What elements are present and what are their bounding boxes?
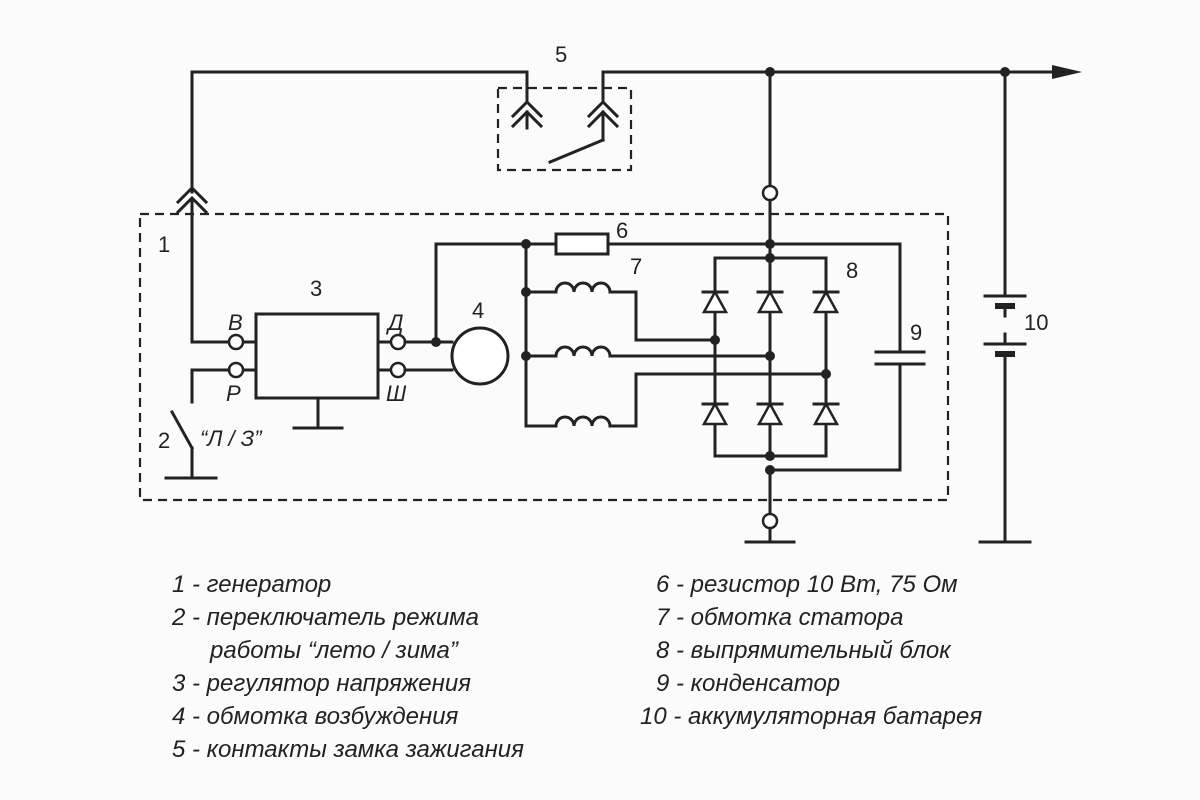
terminal-d (389, 333, 407, 351)
ignition-switch-box (496, 86, 633, 172)
label-2: 2 (158, 428, 170, 453)
switch-label: “Л / З” (200, 426, 263, 451)
voltage-regulator (254, 312, 380, 400)
generator-box (138, 212, 950, 502)
legend-item: 4 - обмотка возбуждения (172, 703, 459, 730)
diode-icon (701, 289, 729, 314)
battery (978, 67, 1032, 544)
resistor (554, 232, 610, 256)
label-1: 1 (158, 232, 170, 257)
terminal-r (227, 361, 245, 379)
legend-item: 5 - контакты замка зажигания (172, 736, 524, 763)
terminal-r-label: Р (226, 381, 241, 406)
label-4: 4 (472, 298, 484, 323)
terminal-sh (389, 361, 407, 379)
label-10: 10 (1024, 310, 1048, 335)
legend-item: 9 - конденсатор (656, 670, 841, 697)
ignition-contact-right-icon (548, 99, 620, 164)
diode-icon (812, 401, 840, 426)
legend-item: работы “лето / зима” (210, 637, 458, 664)
legend-right: 6 - резистор 10 Вт, 75 Ом 7 - обмотка ст… (640, 568, 982, 733)
capacitor (765, 242, 926, 475)
main-wires (190, 65, 1082, 544)
label-9: 9 (910, 320, 922, 345)
diode-icon (812, 289, 840, 314)
excitation-winding (450, 326, 510, 386)
mode-switch (164, 368, 231, 480)
stator-winding (521, 242, 828, 428)
terminal-v-label: В (228, 310, 243, 335)
label-7: 7 (630, 254, 642, 279)
diode-icon (756, 289, 784, 314)
terminal-v (227, 333, 245, 351)
legend-item: 7 - обмотка статора (656, 604, 904, 631)
diode-icon (756, 401, 784, 426)
ignition-contact-left-icon (510, 99, 544, 130)
legend-left: 1 - генератор 2 - переключатель режима р… (172, 568, 524, 766)
legend-item: 8 - выпрямительный блок (656, 637, 951, 664)
legend-item: 3 - регулятор напряжения (172, 670, 472, 697)
label-3: 3 (310, 276, 322, 301)
legend-item: 2 - переключатель режима (172, 604, 479, 631)
label-6: 6 (616, 218, 628, 243)
legend-item: 1 - генератор (172, 571, 332, 598)
diode-icon (701, 401, 729, 426)
legend-item: 10 - аккумуляторная батарея (640, 703, 983, 730)
output-terminal-minus (761, 512, 779, 530)
connector-chevron-icon (175, 185, 209, 215)
label-8: 8 (846, 258, 858, 283)
legend-item: 6 - резистор 10 Вт, 75 Ом (656, 571, 958, 598)
terminal-d-label: Д (385, 310, 404, 335)
rectifier-block (701, 253, 840, 461)
terminal-sh-label: Ш (386, 381, 407, 406)
output-terminal-plus (761, 184, 779, 202)
label-5: 5 (555, 42, 567, 67)
